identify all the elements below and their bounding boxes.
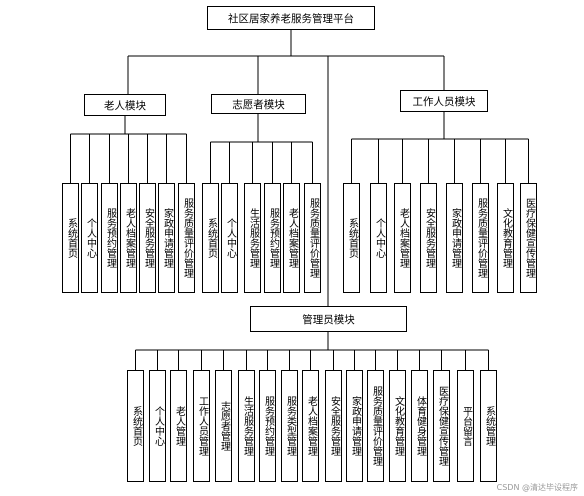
module-2-item-1: 个人中心 xyxy=(370,183,387,293)
root-node: 社区居家养老服务管理平台 xyxy=(207,6,375,30)
module-0-item-2: 服务预约管理 xyxy=(101,183,118,293)
module-3-item-13: 体育健身管理 xyxy=(411,370,428,482)
module-0-item-3: 老人档案管理 xyxy=(120,183,137,293)
module-3-item-0: 系统首页 xyxy=(127,370,144,482)
module-2-item-3: 安全服务管理 xyxy=(420,183,437,293)
module-3-item-12: 文化教育管理 xyxy=(389,370,406,482)
module-0-item-5: 家政申请管理 xyxy=(158,183,175,293)
module-2-item-5: 服务质量评价管理 xyxy=(472,183,489,293)
module-1-item-1: 个人中心 xyxy=(221,183,238,293)
module-3-item-10: 家政申请管理 xyxy=(346,370,363,482)
module-3-item-11: 服务质量评价管理 xyxy=(367,370,384,482)
module-1-item-3: 服务预约管理 xyxy=(264,183,281,293)
module-0-item-1: 个人中心 xyxy=(81,183,98,293)
module-1-item-2: 生活服务管理 xyxy=(244,183,261,293)
module-2-node: 工作人员模块 xyxy=(400,90,488,112)
watermark: CSDN @清达毕设程序 xyxy=(496,483,578,492)
module-0-item-0: 系统首页 xyxy=(62,183,79,293)
module-3-item-15: 平台留言 xyxy=(457,370,474,482)
module-3-item-14: 医疗保健宣传管理 xyxy=(433,370,450,482)
module-3-item-5: 生活服务管理 xyxy=(238,370,255,482)
module-1-node: 志愿者模块 xyxy=(211,94,306,114)
module-0-item-4: 安全服务管理 xyxy=(139,183,156,293)
module-3-item-9: 安全服务管理 xyxy=(325,370,342,482)
module-3-item-3: 工作人员管理 xyxy=(193,370,210,482)
module-2-item-0: 系统首页 xyxy=(343,183,360,293)
module-3-item-1: 个人中心 xyxy=(149,370,166,482)
module-3-item-16: 系统管理 xyxy=(480,370,497,482)
module-3-item-6: 服务预约管理 xyxy=(259,370,276,482)
module-0-item-6: 服务质量评价管理 xyxy=(178,183,195,293)
module-2-item-4: 家政申请管理 xyxy=(446,183,463,293)
module-2-item-6: 文化教育管理 xyxy=(497,183,514,293)
module-1-item-4: 老人档案管理 xyxy=(283,183,300,293)
module-2-item-2: 老人档案管理 xyxy=(394,183,411,293)
module-1-item-0: 系统首页 xyxy=(202,183,219,293)
module-3-node: 管理员模块 xyxy=(250,306,407,332)
module-1-item-5: 服务质量评价管理 xyxy=(304,183,321,293)
module-3-item-2: 老人管理 xyxy=(170,370,187,482)
module-3-item-4: 志愿者管理 xyxy=(215,370,232,482)
module-2-item-7: 医疗保健宣传管理 xyxy=(520,183,537,293)
module-3-item-7: 服务类型管理 xyxy=(281,370,298,482)
module-0-node: 老人模块 xyxy=(84,94,166,116)
module-3-item-8: 老人档案管理 xyxy=(302,370,319,482)
